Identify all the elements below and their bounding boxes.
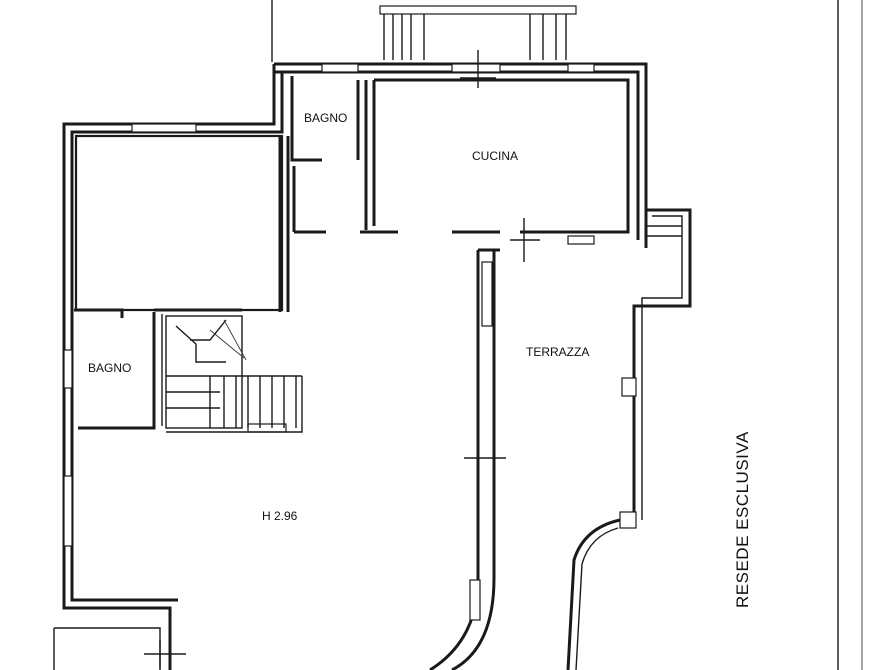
door-marks <box>144 50 540 668</box>
room-bagno-upper: BAGNO <box>290 76 398 234</box>
terrace-divider <box>429 248 500 670</box>
room-upper-left <box>74 134 290 312</box>
cucina-label: CUCINA <box>472 149 518 163</box>
height-annotation: H 2.96 <box>262 509 298 523</box>
resede-label: RESEDE ESCLUSIVA <box>733 431 752 608</box>
bagno-upper-label: BAGNO <box>304 111 347 125</box>
balcony-top <box>379 5 577 60</box>
room-bagno-lower: BAGNO <box>74 308 242 430</box>
staircase <box>165 315 303 433</box>
windows <box>63 63 595 547</box>
terrazza-label: TERRAZZA <box>526 345 589 359</box>
terrace-boundary: TERRAZZA <box>526 208 692 670</box>
room-cucina: CUCINA <box>372 78 630 234</box>
exterior-walls <box>53 62 648 670</box>
property-boundary <box>271 0 863 670</box>
bagno-lower-label: BAGNO <box>88 361 131 375</box>
